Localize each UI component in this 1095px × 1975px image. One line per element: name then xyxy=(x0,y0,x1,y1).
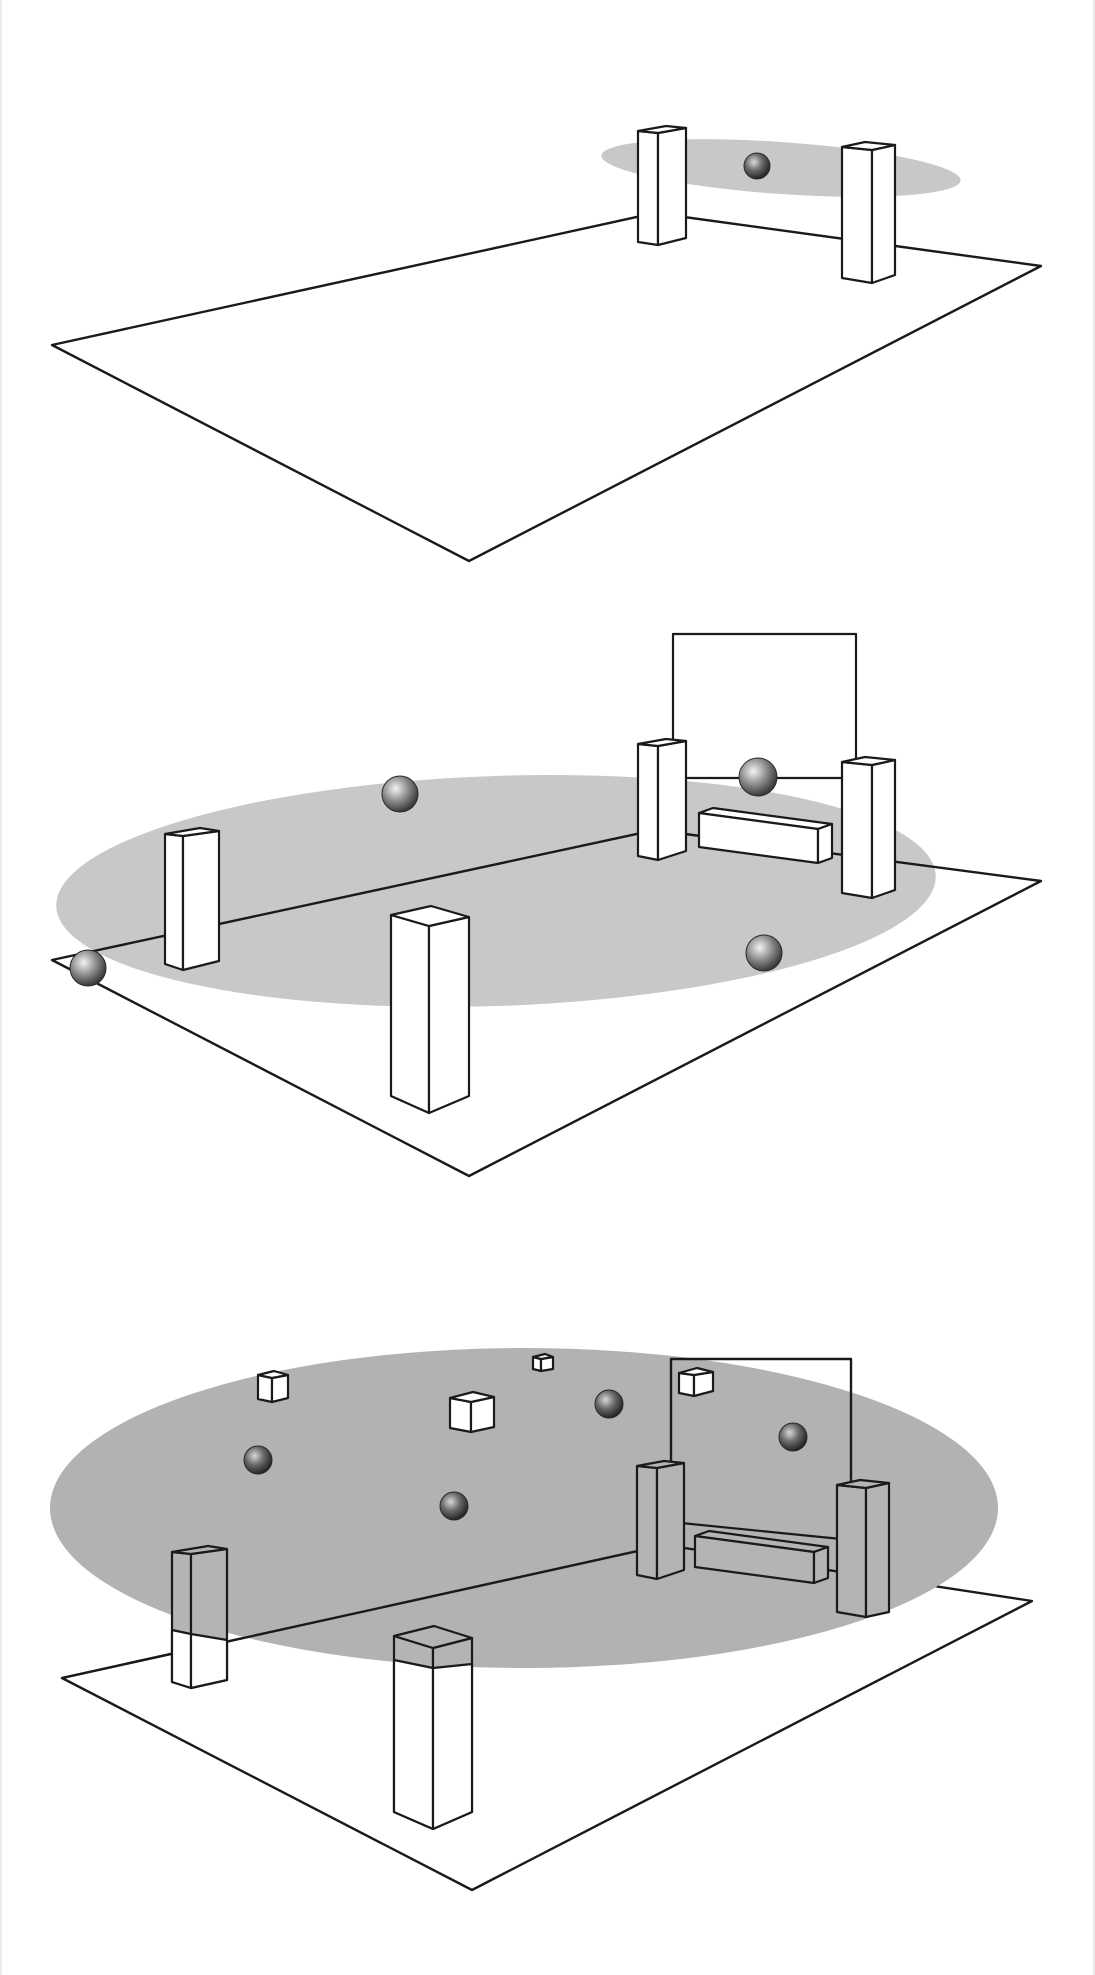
floor-edge xyxy=(61,1543,666,1680)
cube xyxy=(677,1366,715,1398)
pillar xyxy=(392,1624,474,1831)
pillar xyxy=(835,1478,891,1619)
sphere xyxy=(439,1491,469,1521)
bench xyxy=(697,806,834,865)
right-border xyxy=(1093,0,1095,1975)
range-ellipse xyxy=(50,1348,998,1668)
sphere xyxy=(738,757,778,797)
bench xyxy=(693,1529,830,1585)
pillar xyxy=(635,1459,686,1581)
sphere xyxy=(594,1389,624,1419)
pillar xyxy=(389,904,471,1115)
sphere xyxy=(69,949,107,987)
sphere xyxy=(381,775,419,813)
floor-plane xyxy=(50,828,1043,1178)
pillar xyxy=(636,124,688,247)
wall-panel xyxy=(671,632,858,780)
pillar xyxy=(840,755,897,900)
cube xyxy=(531,1352,555,1373)
wall-base xyxy=(670,1520,852,1542)
panel-3 xyxy=(50,1348,1034,1892)
sphere xyxy=(743,152,771,180)
left-border xyxy=(0,0,2,1975)
wall-panel xyxy=(669,1357,853,1540)
panel-1 xyxy=(50,124,1043,563)
panel-2 xyxy=(50,632,1043,1178)
sphere xyxy=(745,934,783,972)
pillar xyxy=(170,1544,229,1690)
cube xyxy=(448,1390,496,1434)
floor-plane xyxy=(50,211,1043,563)
sphere xyxy=(243,1445,273,1475)
pillar xyxy=(163,826,221,972)
pillar xyxy=(840,140,897,285)
sphere xyxy=(778,1422,808,1452)
pillar xyxy=(636,737,688,862)
cube xyxy=(256,1369,290,1404)
